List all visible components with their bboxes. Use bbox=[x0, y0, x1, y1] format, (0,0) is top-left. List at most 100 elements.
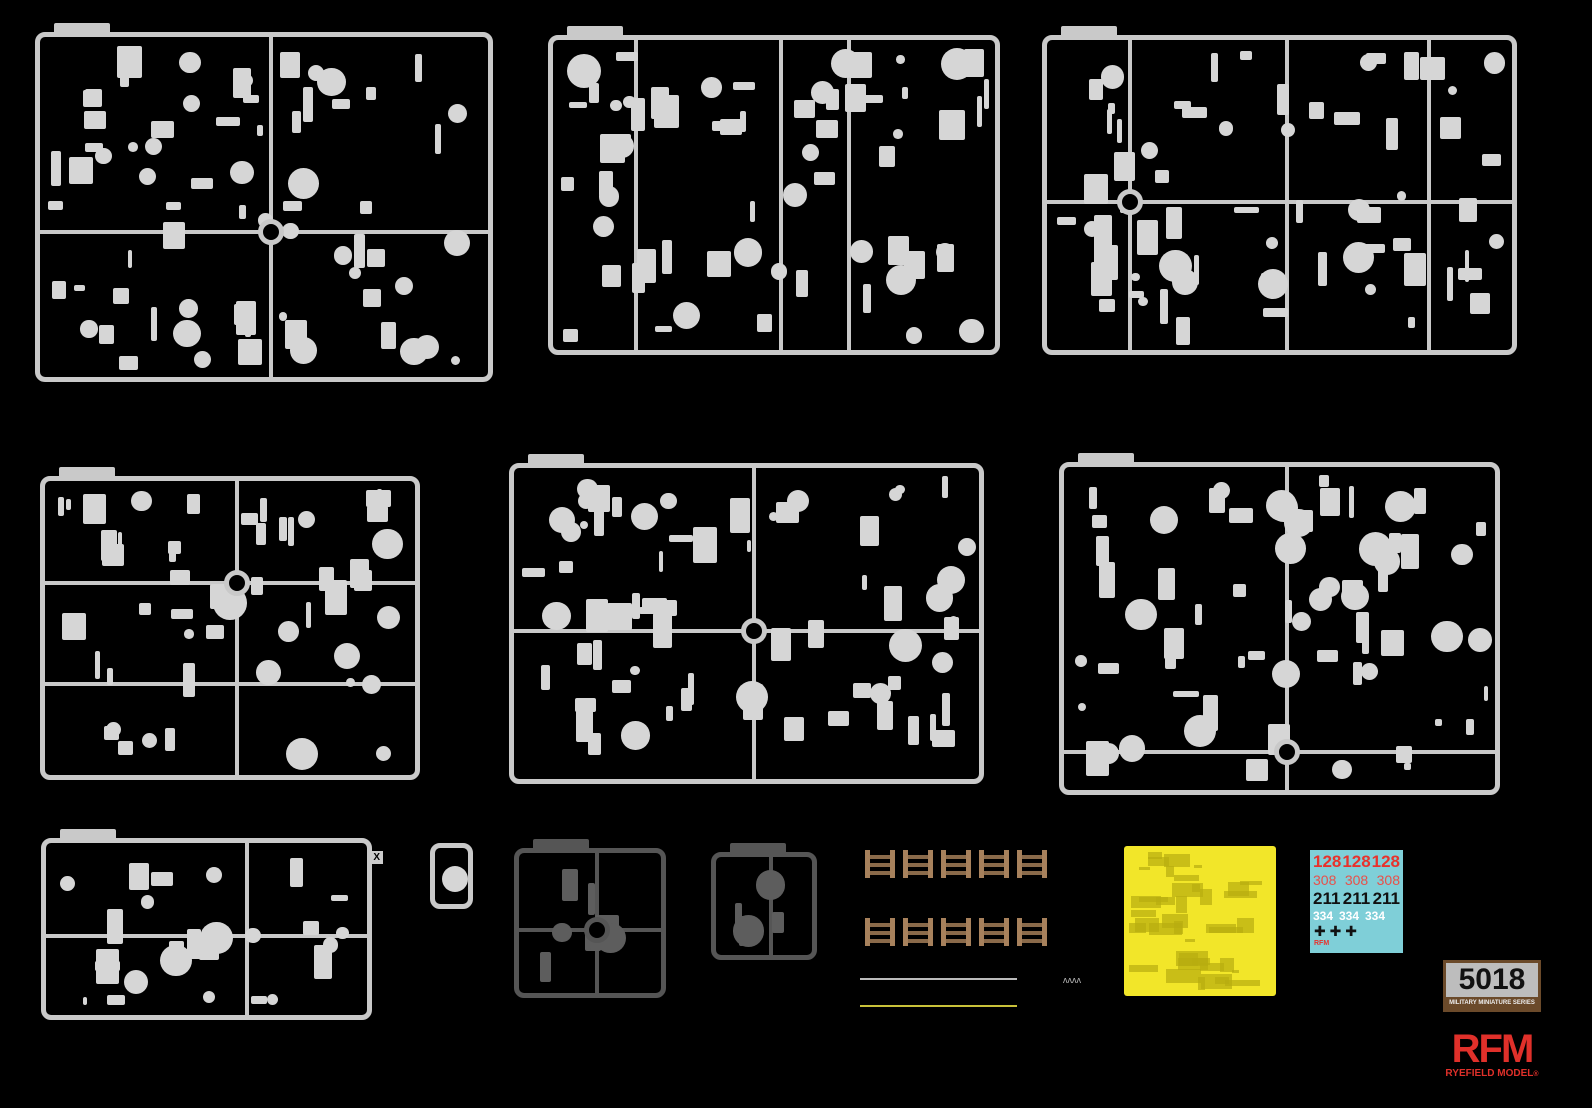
runner bbox=[45, 681, 415, 686]
kit-part bbox=[1238, 656, 1246, 669]
kit-part bbox=[1447, 631, 1459, 648]
kit-part bbox=[1295, 199, 1303, 224]
kit-part bbox=[1247, 651, 1266, 661]
dark-sprue-large bbox=[514, 839, 666, 998]
sprue-tab bbox=[1078, 453, 1134, 465]
runner bbox=[769, 857, 773, 955]
kit-part bbox=[205, 867, 222, 884]
kit-part bbox=[236, 587, 244, 607]
kit-part bbox=[279, 52, 300, 78]
kit-part bbox=[637, 248, 657, 283]
etched-part bbox=[1236, 917, 1255, 933]
sprue-tab bbox=[567, 26, 623, 38]
kit-part bbox=[1396, 191, 1407, 201]
sprue-tab bbox=[60, 829, 116, 841]
kit-part bbox=[289, 857, 303, 888]
kit-part bbox=[589, 82, 599, 104]
kit-part bbox=[757, 313, 772, 332]
kit-part bbox=[793, 99, 816, 119]
kit-part bbox=[1208, 488, 1225, 513]
kit-part bbox=[884, 585, 903, 622]
kit-part bbox=[1309, 102, 1324, 120]
sprue-hub bbox=[740, 617, 767, 644]
decal: 308 bbox=[1313, 872, 1337, 888]
kit-part bbox=[441, 865, 468, 892]
kit-part bbox=[142, 732, 158, 749]
kit-part bbox=[62, 612, 87, 640]
etched-part bbox=[1165, 969, 1202, 984]
kit-part bbox=[712, 120, 725, 132]
brand-logo: RFM RYEFIELD MODEL® bbox=[1436, 1029, 1548, 1079]
kit-part bbox=[184, 629, 194, 639]
kit-part bbox=[958, 538, 977, 557]
kit-part bbox=[672, 301, 700, 329]
etched-part bbox=[1224, 890, 1257, 898]
kit-part bbox=[183, 94, 201, 112]
kit-part bbox=[129, 862, 150, 891]
kit-part bbox=[746, 540, 752, 552]
kit-part bbox=[83, 90, 90, 107]
kit-part bbox=[235, 300, 257, 335]
runner bbox=[1427, 40, 1431, 350]
kit-part bbox=[394, 276, 413, 295]
track-link bbox=[1017, 918, 1047, 946]
photo-etch-fret bbox=[1124, 846, 1276, 996]
etched-part bbox=[1165, 865, 1174, 878]
kit-part bbox=[168, 540, 182, 554]
kit-part bbox=[665, 705, 673, 721]
kit-part bbox=[450, 356, 460, 366]
runner bbox=[634, 40, 639, 350]
kit-part bbox=[1266, 237, 1279, 249]
kit-part bbox=[876, 700, 894, 730]
kit-part bbox=[1057, 216, 1076, 225]
kit-part bbox=[863, 94, 883, 104]
kit-part bbox=[251, 577, 263, 596]
kit-part bbox=[612, 497, 623, 517]
kit-part bbox=[255, 523, 267, 546]
kit-part bbox=[1234, 207, 1260, 214]
kit-part bbox=[552, 923, 572, 943]
kit-part bbox=[1100, 65, 1125, 90]
kit-part bbox=[734, 238, 763, 267]
kit-part bbox=[655, 325, 673, 332]
kit-part bbox=[1318, 475, 1329, 487]
kit-part bbox=[1332, 759, 1352, 779]
kit-part bbox=[1403, 763, 1412, 770]
sprue-letter: X bbox=[370, 851, 383, 864]
kit-part bbox=[1356, 207, 1382, 223]
wire bbox=[860, 978, 1017, 980]
brand-name: RYEFIELD MODEL® bbox=[1436, 1068, 1548, 1079]
kit-part bbox=[594, 501, 605, 536]
kit-part bbox=[1091, 515, 1108, 529]
kit-part bbox=[1361, 638, 1369, 654]
etched-part bbox=[1184, 938, 1196, 942]
series-name: MILITARY MINIATURE SERIES bbox=[1449, 1000, 1535, 1006]
spring: ʌʌʌʌ bbox=[1063, 975, 1081, 985]
kit-part bbox=[288, 516, 295, 546]
kit-part bbox=[1318, 251, 1327, 286]
etched-part bbox=[1174, 920, 1183, 934]
kit-part bbox=[66, 498, 71, 511]
kit-part bbox=[362, 289, 382, 308]
kit-part bbox=[138, 168, 156, 186]
kit-part bbox=[168, 551, 177, 562]
kit-part bbox=[305, 601, 312, 628]
kit-part bbox=[1165, 207, 1182, 239]
kit-part bbox=[187, 494, 201, 514]
decal: 308 bbox=[1344, 872, 1369, 888]
kit-part bbox=[1096, 535, 1109, 567]
kit-part bbox=[119, 356, 139, 371]
kit-part bbox=[540, 951, 551, 982]
kit-part bbox=[169, 569, 190, 586]
decal: 211 bbox=[1372, 889, 1400, 908]
kit-part bbox=[150, 872, 174, 887]
dark-sprue-small bbox=[711, 843, 817, 960]
kit-part bbox=[191, 177, 214, 190]
kit-part bbox=[1291, 611, 1311, 632]
kit-part bbox=[239, 205, 246, 219]
kit-part bbox=[257, 124, 264, 136]
kit-part bbox=[1138, 296, 1148, 307]
sprue-hub bbox=[224, 570, 250, 597]
kit-part bbox=[852, 683, 871, 698]
kit-part bbox=[69, 156, 93, 185]
